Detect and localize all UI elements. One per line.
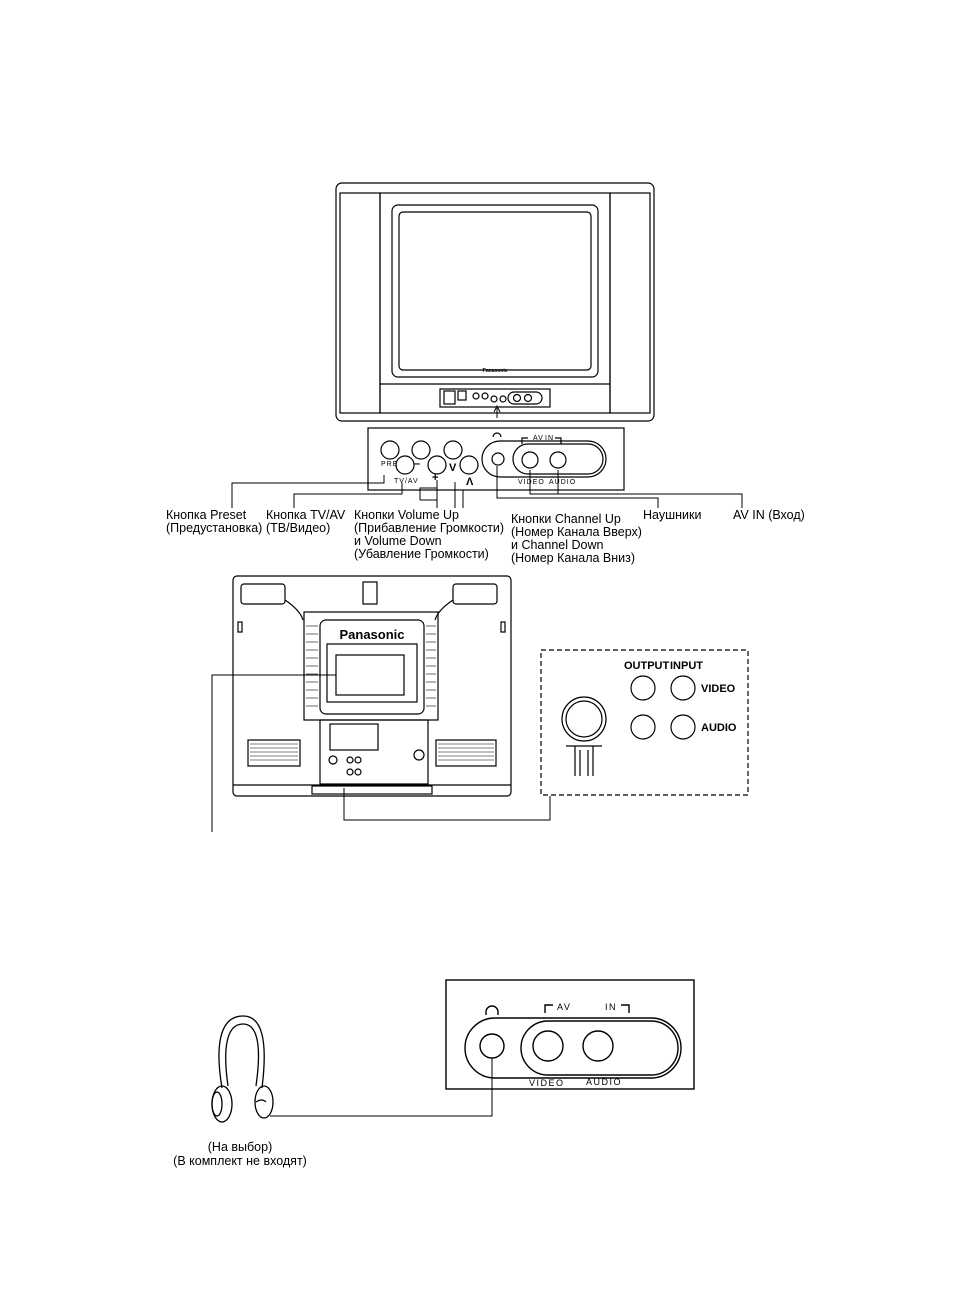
headphone-jack	[491, 452, 505, 466]
optional-note-1: (На выбор)	[208, 1140, 272, 1154]
optional-note-2: (В комплект не входят)	[173, 1154, 307, 1168]
output-label: OUTPUT	[624, 660, 670, 672]
input-label: INPUT	[670, 660, 703, 672]
tvav-label: TV/AV	[394, 478, 419, 485]
video-label-small: VIDEO	[518, 479, 545, 486]
preset-label-1: Кнопка Preset	[166, 508, 247, 522]
channel-up-button	[459, 455, 479, 475]
volume-callout-3: и Volume Down	[354, 534, 442, 548]
down-label: V	[449, 462, 457, 474]
tvav-button	[395, 455, 415, 475]
rear-audio-label: AUDIO	[701, 722, 737, 734]
video-output-jack	[630, 675, 656, 701]
hp-in-label: IN	[605, 1002, 617, 1012]
channel-callout-4: (Номер Канала Вниз)	[511, 551, 635, 565]
tvav-callout-1: Кнопка TV/AV	[266, 508, 346, 522]
headphone-socket	[479, 1033, 505, 1059]
preset-label-2: (Предустановка)	[166, 521, 262, 535]
headphones-callout: Наушники	[643, 508, 701, 522]
av-in-callout: AV IN (Вход)	[733, 508, 805, 522]
channel-callout-1: Кнопки Channel Up	[511, 512, 621, 526]
preset-button	[380, 440, 400, 460]
audio-input-jack	[670, 714, 696, 740]
volume-callout-2: (Прибавление Громкости)	[354, 521, 504, 535]
tv-front-brand: Panasonic	[482, 368, 507, 374]
hp-video-label: VIDEO	[529, 1078, 565, 1088]
hp-av-label: AV	[557, 1002, 571, 1012]
rear-vents	[250, 625, 494, 761]
av-audio-socket	[582, 1030, 614, 1062]
channel-down-button	[443, 440, 463, 460]
volume-callout-4: (Убавление Громкости)	[354, 547, 489, 561]
volume-up-button	[427, 455, 447, 475]
pre-label: PRE	[381, 461, 398, 468]
rear-video-label: VIDEO	[701, 683, 736, 695]
front-panel-enlarged	[367, 427, 625, 491]
hp-audio-label: AUDIO	[586, 1077, 622, 1087]
audio-output-jack	[630, 714, 656, 740]
minus-label: –	[414, 458, 420, 470]
volume-callout-1: Кнопки Volume Up	[354, 508, 459, 522]
channel-callout-2: (Номер Канала Вверх)	[511, 525, 642, 539]
front-callout-lines	[231, 404, 743, 508]
tv-front-view	[335, 182, 655, 422]
video-input-jack	[670, 675, 696, 701]
av-video-jack	[521, 451, 539, 469]
up-label: Λ	[466, 476, 474, 488]
channel-callout-3: и Channel Down	[511, 538, 603, 552]
plus-label: +	[432, 472, 438, 484]
headphones-icon	[211, 1015, 274, 1123]
in-label-small: IN	[545, 435, 554, 442]
headphone-panel	[445, 979, 695, 1090]
tv-rear-view	[232, 575, 512, 797]
audio-label-small: AUDIO	[549, 479, 576, 486]
av-audio-jack	[549, 451, 567, 469]
volume-down-button	[411, 440, 431, 460]
antenna-socket	[561, 696, 607, 742]
tvav-callout-2: (ТВ/Видео)	[266, 521, 330, 535]
rear-terminal-enlarged	[540, 649, 749, 796]
av-label-small: AV	[533, 435, 544, 442]
av-video-socket	[532, 1030, 564, 1062]
rear-callout-lines	[211, 674, 551, 832]
rear-brand: Panasonic	[339, 627, 404, 642]
headphone-cable	[270, 1058, 493, 1117]
